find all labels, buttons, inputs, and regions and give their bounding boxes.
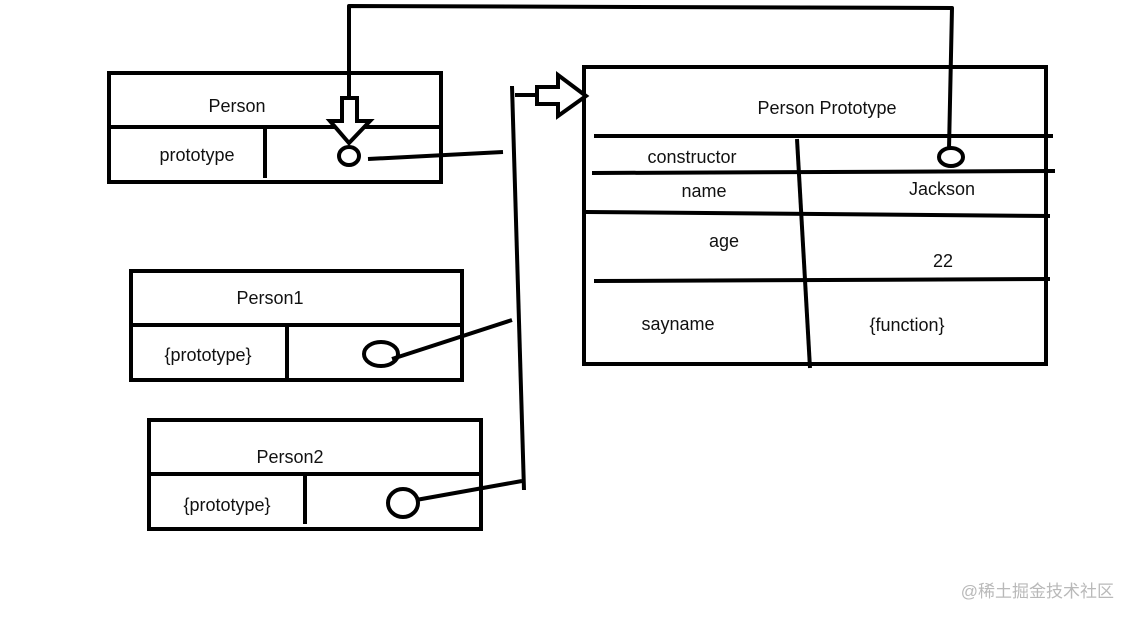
prototype-value-age: 22 — [933, 251, 953, 271]
prototype-row-line-2 — [591, 169, 1056, 175]
watermark-text: @稀土掘金技术社区 — [961, 582, 1114, 601]
right-arrow-into-prototype-icon — [535, 71, 590, 120]
person1-to-trunk-connector — [391, 318, 513, 361]
prototype-key-age: age — [709, 231, 739, 251]
person-prototype-label: prototype — [159, 145, 234, 165]
person-box: Person prototype — [107, 71, 443, 184]
person1-prototype-pointer-dot — [362, 340, 400, 368]
connectors — [325, 4, 954, 502]
person2-title: Person2 — [256, 447, 323, 467]
person-title: Person — [208, 96, 265, 116]
person2-box: Person2 {prototype} — [147, 418, 483, 531]
constructor-to-person-connector — [347, 4, 954, 150]
down-arrow-into-person-icon — [325, 96, 375, 146]
prototype-value-name: Jackson — [909, 179, 975, 199]
prototype-column-divider — [795, 138, 812, 369]
prototype-row-line-3 — [585, 210, 1051, 218]
prototype-title: Person Prototype — [757, 98, 896, 118]
constructor-pointer-dot — [937, 146, 965, 168]
person1-title: Person1 — [236, 288, 303, 308]
prototype-row-line-4 — [593, 277, 1051, 283]
prototype-key-name: name — [681, 181, 726, 201]
person1-prototype-label: {prototype} — [164, 345, 251, 365]
person2-to-trunk-connector — [415, 479, 523, 502]
person1-box: Person1 {prototype} — [129, 269, 464, 382]
prototype-key-constructor: constructor — [647, 147, 736, 167]
trunk-connector — [510, 85, 526, 491]
prototype-key-sayname: sayname — [641, 314, 714, 334]
person-prototype-box: Person Prototype constructor name Jackso… — [582, 65, 1056, 369]
person-to-trunk-connector — [367, 150, 504, 161]
person2-prototype-pointer-dot — [386, 487, 420, 519]
person-prototype-pointer-dot — [337, 145, 361, 167]
prototype-value-sayname: {function} — [869, 315, 944, 335]
person2-prototype-label: {prototype} — [183, 495, 270, 515]
